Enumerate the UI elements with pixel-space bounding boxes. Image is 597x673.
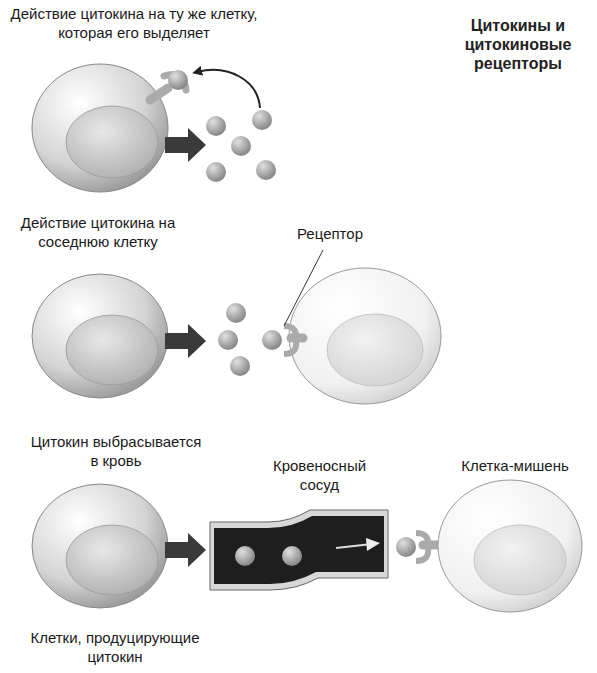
leader-line bbox=[284, 250, 323, 326]
blood-vessel bbox=[210, 510, 388, 590]
diagram-title: Цитокины и цитокиновые рецепторы bbox=[448, 16, 588, 73]
secretion-arrow bbox=[165, 324, 206, 358]
part-label: Клетка-мишень bbox=[445, 456, 585, 475]
producer-cell bbox=[32, 484, 168, 608]
panel-heading: Действие цитокина на соседнюю клетку bbox=[18, 213, 178, 251]
receptor bbox=[396, 533, 437, 561]
curved-arrow bbox=[197, 70, 260, 108]
panel-heading: Цитокин выбрасывается в кровь bbox=[26, 432, 206, 470]
secretion-arrow bbox=[165, 128, 206, 162]
part-label: Кровеносный сосуд bbox=[262, 456, 377, 494]
producer-cell bbox=[32, 64, 168, 192]
caption-label: Клетки, продуцирующие цитокин bbox=[20, 628, 210, 666]
part-label: Рецептор bbox=[285, 224, 375, 243]
secretion-arrow bbox=[165, 533, 206, 567]
cytokine-dots bbox=[206, 110, 276, 182]
producer-cell bbox=[32, 274, 168, 398]
neighbour-cell bbox=[289, 268, 441, 404]
panel-heading: Действие цитокина на ту же клетку, котор… bbox=[8, 4, 260, 42]
receptor bbox=[150, 70, 188, 100]
receptor bbox=[262, 326, 303, 354]
cytokine-dots bbox=[218, 303, 250, 376]
target-cell bbox=[438, 480, 582, 612]
